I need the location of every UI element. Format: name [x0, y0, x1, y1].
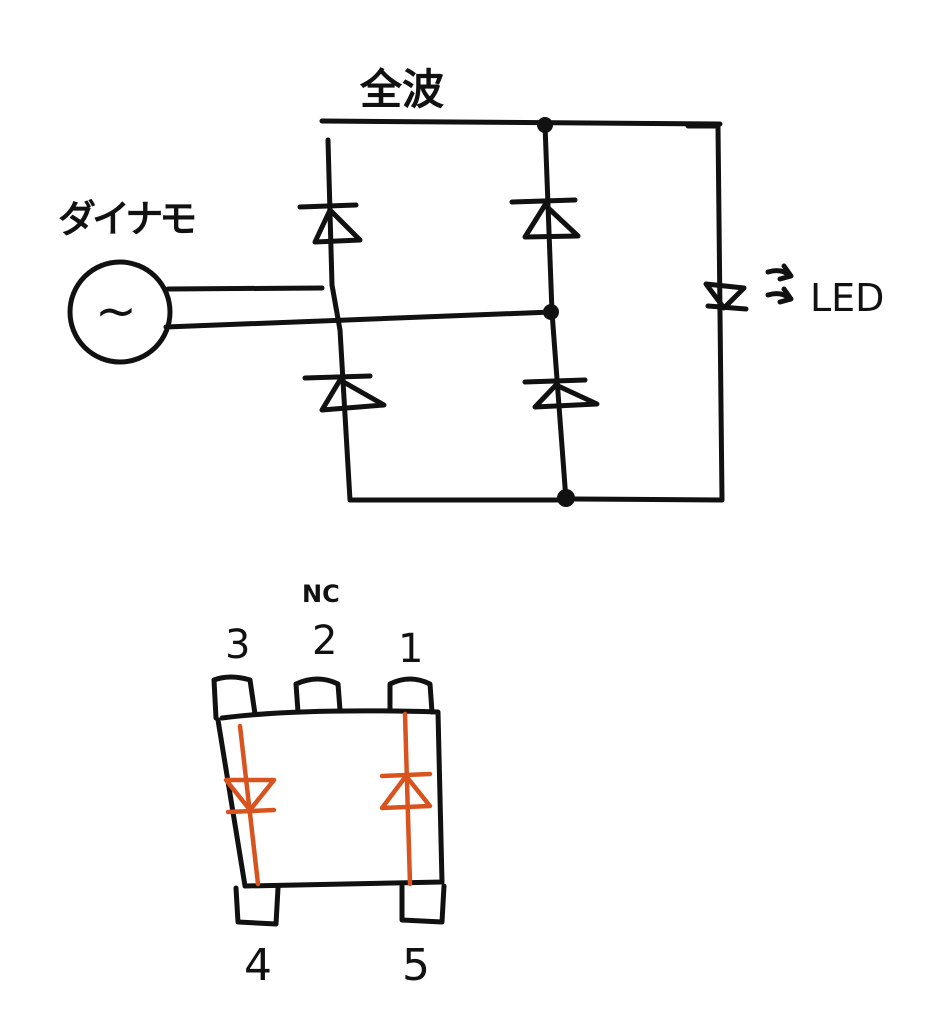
- pin-4-label: 4: [244, 940, 272, 991]
- pin-5: [399, 883, 447, 925]
- junction-dot: [557, 489, 575, 507]
- diode-bottom-middle: [522, 377, 600, 410]
- junction-dot: [537, 117, 553, 133]
- left-rail: [325, 137, 568, 503]
- diode-top-left: [297, 202, 363, 245]
- pin-2: [293, 676, 343, 715]
- source-wire-lower: [163, 309, 555, 330]
- circuit-title: 全波: [360, 65, 445, 114]
- pin-1: [387, 676, 435, 715]
- top-wire: [319, 118, 723, 127]
- pin-1-label: 1: [398, 626, 424, 672]
- pin-4: [233, 885, 281, 927]
- package-body: [215, 708, 445, 889]
- led-symbol: [703, 263, 794, 312]
- diode-top-middle: [509, 197, 581, 240]
- pin-5-label: 5: [402, 940, 430, 991]
- source-label: ダイナモ: [58, 197, 197, 241]
- source-wire-upper: [165, 285, 325, 292]
- nc-label: NC: [302, 580, 340, 608]
- diode-bottom-left: [302, 373, 387, 413]
- right-wire: [572, 123, 725, 503]
- internal-diode-right: [379, 711, 433, 887]
- pin-3-label: 3: [225, 622, 251, 668]
- led-label: LED: [810, 276, 885, 320]
- pin-3: [211, 674, 258, 721]
- pin-2-label: 2: [312, 618, 338, 664]
- ac-source-circle: [67, 259, 173, 365]
- internal-diode-left: [223, 723, 277, 887]
- ac-symbol: ~: [95, 282, 137, 340]
